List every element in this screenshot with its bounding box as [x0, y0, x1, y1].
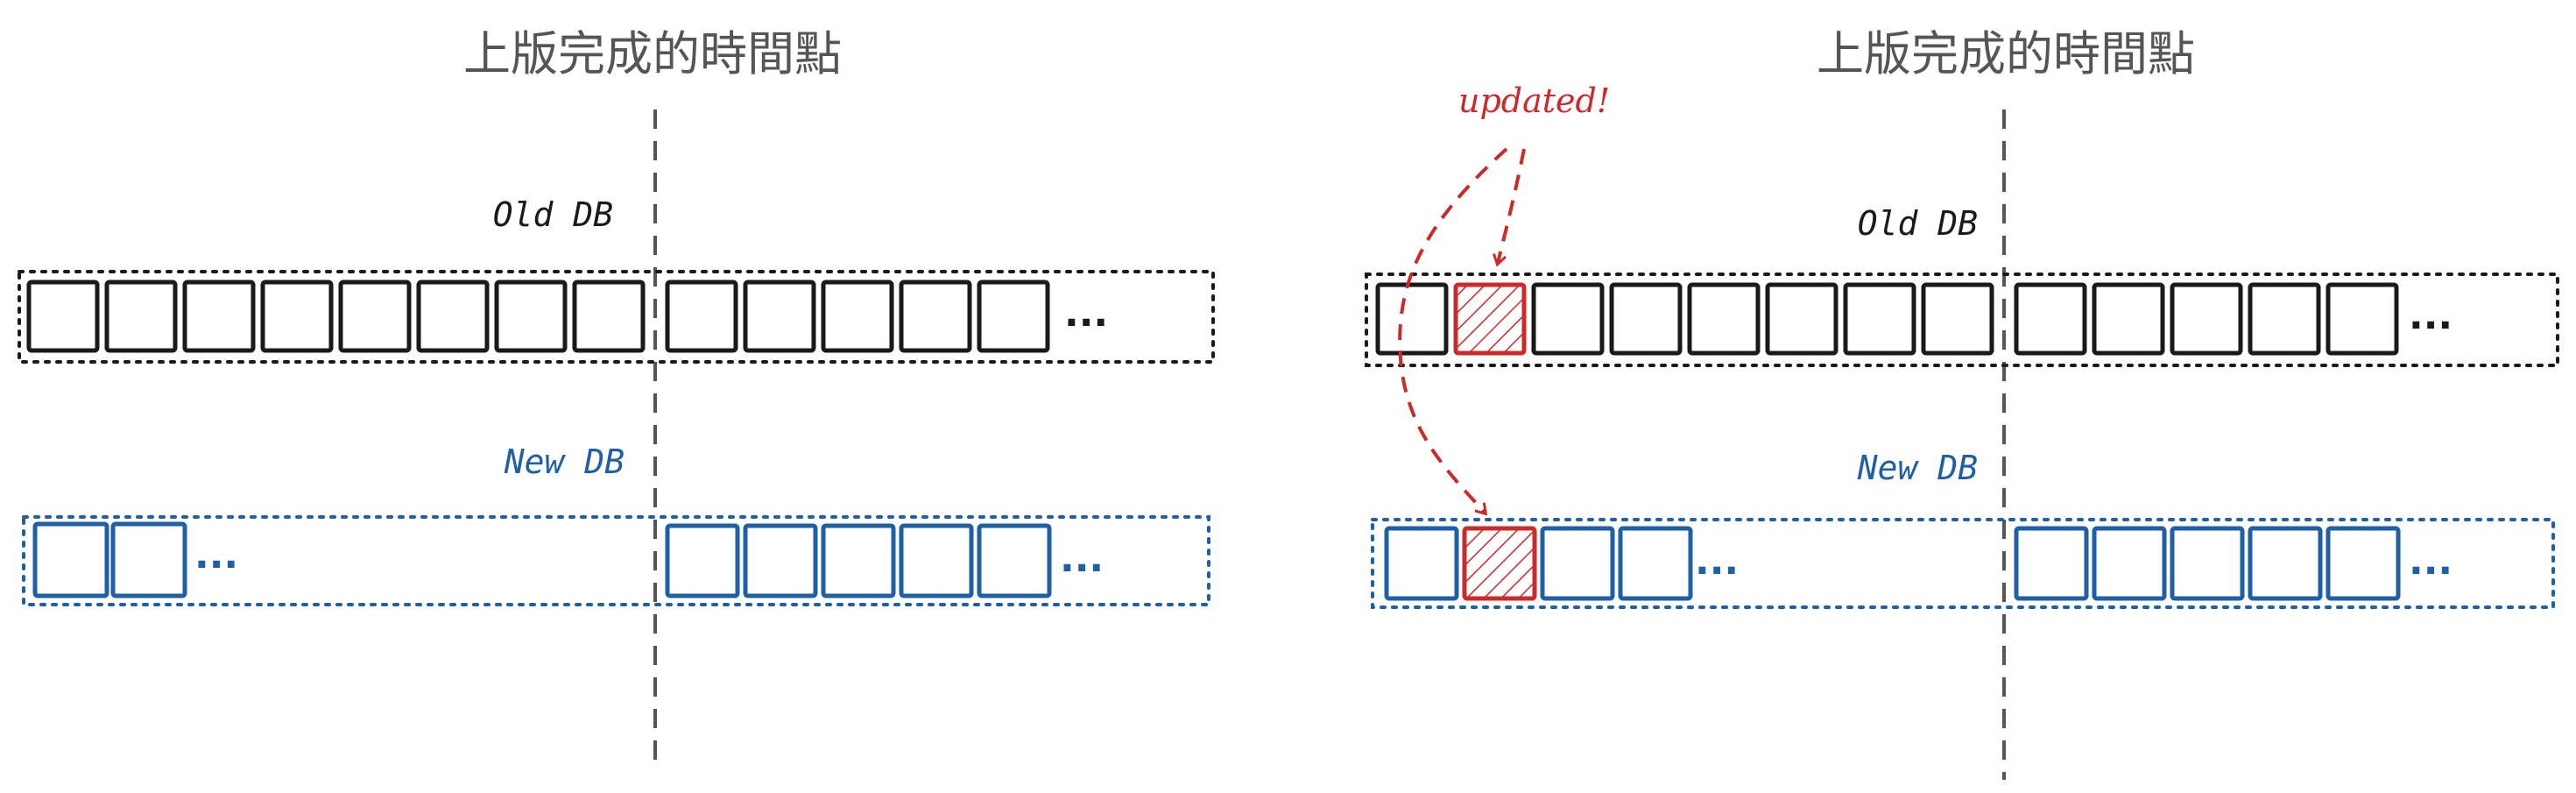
record-box: [2325, 282, 2399, 356]
record-box: [1618, 526, 1693, 601]
record-box: [1765, 282, 1838, 356]
record-box: [743, 523, 818, 598]
record-box: [182, 280, 256, 353]
panel-right: 上版完成的時間點 Old DB New DB ... ... ... updat…: [1365, 26, 2559, 780]
record-box: [2092, 526, 2167, 601]
record-box: [1921, 282, 1994, 356]
updated-record: [1462, 526, 1537, 601]
record-box: [2014, 282, 2087, 356]
record-box: [899, 280, 972, 353]
record-box: [104, 280, 178, 353]
old-db-container: [1365, 273, 2559, 367]
record-box: [2014, 526, 2089, 601]
record-box: [2092, 282, 2165, 356]
record-box: [821, 280, 894, 353]
arrow-to-new-record: [1398, 147, 1508, 513]
record-box: [416, 280, 490, 353]
record-box: [2170, 526, 2245, 601]
old-db-container: [18, 270, 1215, 364]
record-box: [977, 280, 1050, 353]
record-box: [26, 280, 100, 353]
record-box: [2248, 526, 2323, 601]
new-db-label: New DB: [1857, 449, 1978, 487]
record-box: [1375, 282, 1449, 356]
record-box: [1687, 282, 1761, 356]
new-db-container: [1371, 518, 2555, 609]
updated-record: [1453, 282, 1527, 356]
record-box: [743, 280, 816, 353]
record-box: [821, 523, 896, 598]
record-box: [494, 280, 568, 353]
panel-left: 上版完成的時間點 Old DB New DB ... ... ...: [18, 26, 1215, 762]
record-box: [572, 280, 646, 353]
record-box: [110, 521, 187, 598]
old-db-label: Old DB: [493, 195, 613, 234]
record-box: [1384, 526, 1459, 601]
old-db-more: ...: [1064, 291, 1108, 336]
record-box: [665, 523, 740, 598]
panel-title: 上版完成的時間點: [463, 26, 842, 81]
old-db-more: ...: [2409, 294, 2452, 338]
record-box: [899, 523, 974, 598]
old-db-records: [26, 280, 1050, 353]
record-box: [1540, 526, 1615, 601]
new-db-records: [32, 521, 1052, 598]
old-db-records: [1375, 282, 2399, 356]
new-db-more-after: ...: [2409, 539, 2452, 584]
arrow-to-old-record: [1498, 148, 1526, 263]
record-box: [2248, 282, 2321, 356]
record-box: [1843, 282, 1916, 356]
record-box: [665, 280, 738, 353]
record-box: [2170, 282, 2243, 356]
record-box: [1531, 282, 1605, 356]
updated-annotation: updated!: [1458, 81, 1610, 120]
record-box: [32, 521, 109, 598]
record-box: [260, 280, 334, 353]
new-db-more-after: ...: [1060, 536, 1104, 581]
new-db-records: [1384, 526, 2401, 601]
record-box: [977, 523, 1052, 598]
new-db-container: [22, 515, 1210, 606]
old-db-label: Old DB: [1858, 204, 1978, 243]
panel-title: 上版完成的時間點: [1817, 26, 2195, 81]
new-db-more-before: ...: [194, 533, 238, 577]
new-db-more-before: ...: [1695, 539, 1739, 584]
record-box: [338, 280, 412, 353]
new-db-label: New DB: [504, 443, 625, 481]
record-box: [1609, 282, 1683, 356]
record-box: [2325, 526, 2401, 601]
